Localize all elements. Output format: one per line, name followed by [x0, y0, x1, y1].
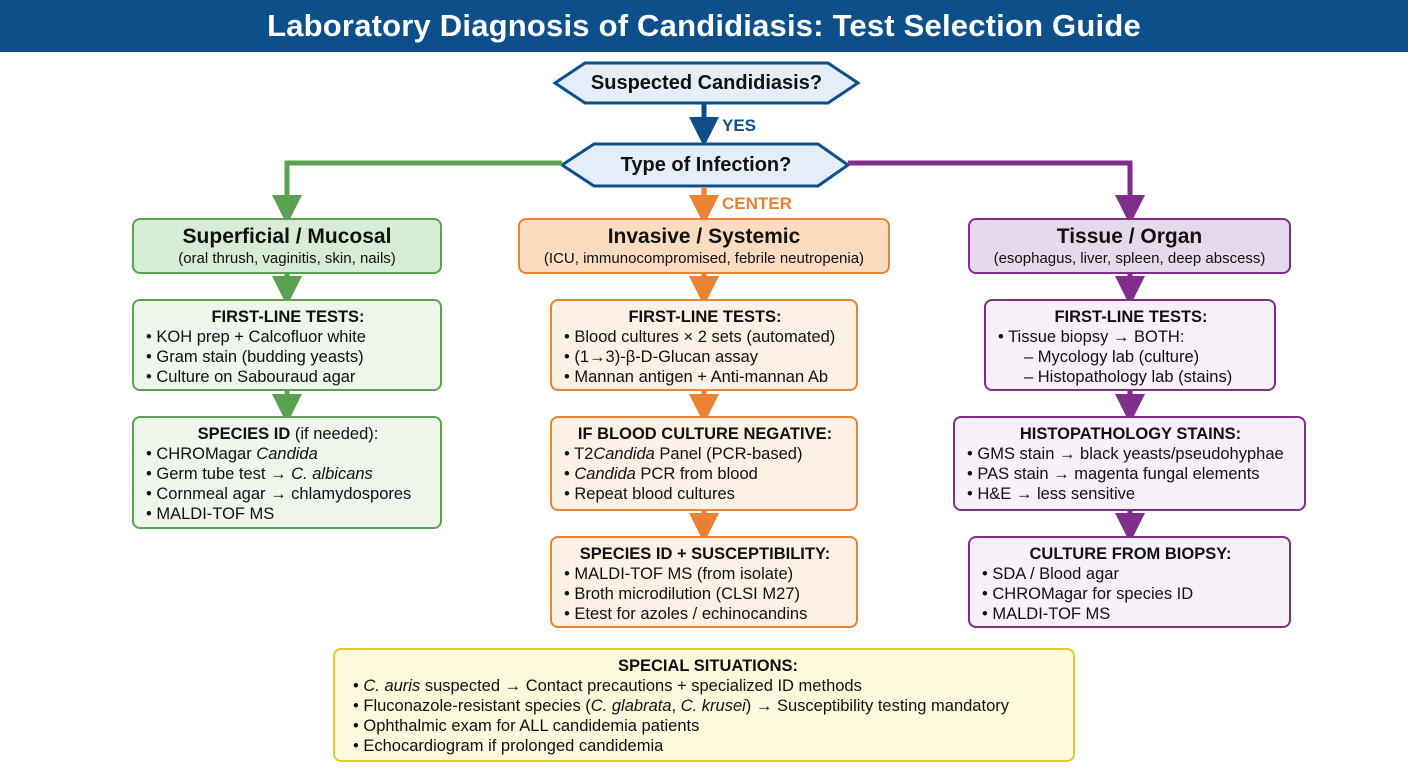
box-heading: SPECIES ID (if needed):: [146, 424, 430, 444]
decision-node-label: Type of Infection?: [620, 153, 792, 176]
list-item: • C. auris suspected → Contact precautio…: [353, 677, 862, 695]
list-item: • GMS stain → black yeasts/pseudohyphae: [967, 445, 1284, 463]
list-subitem: – Mycology lab (culture): [1024, 348, 1200, 366]
category-tissue-organ: Tissue / Organ (esophagus, liver, spleen…: [968, 218, 1291, 274]
right-first-line-tests: FIRST-LINE TESTS: • Tissue biopsy → BOTH…: [984, 299, 1276, 391]
list-item: • Echocardiogram if prolonged candidemia: [353, 737, 664, 755]
box-heading: FIRST-LINE TESTS:: [1054, 308, 1208, 326]
list-item: • Mannan antigen + Anti-mannan Ab: [564, 368, 829, 386]
center-species-susceptibility: SPECIES ID + SUSCEPTIBILITY: • MALDI-TOF…: [550, 536, 858, 628]
center-label: CENTER: [722, 194, 792, 213]
title-banner: Laboratory Diagnosis of Candidiasis: Tes…: [0, 0, 1408, 52]
box-heading: HISTOPATHOLOGY STAINS:: [1019, 425, 1242, 443]
list-item: • Ophthalmic exam for ALL candidemia pat…: [353, 717, 700, 735]
box-heading: IF BLOOD CULTURE NEGATIVE:: [577, 425, 833, 443]
box-heading: FIRST-LINE TESTS:: [628, 308, 782, 326]
branch-right: [848, 160, 1145, 225]
category-title: Superficial / Mucosal: [182, 224, 392, 248]
right-culture-from-biopsy: CULTURE FROM BIOPSY: • SDA / Blood agar …: [968, 536, 1291, 628]
list-item: • Fluconazole-resistant species (C. glab…: [353, 697, 1009, 715]
heading-main: SPECIES ID: [197, 425, 291, 443]
list-item: • Etest for azoles / echinocandins: [564, 605, 808, 623]
start-node-label: Suspected Candidiasis?: [590, 71, 823, 94]
list-item: • T2Candida Panel (PCR-based): [564, 445, 803, 463]
list-item: • MALDI-TOF MS: [982, 605, 1111, 623]
right-histopathology-stains: HISTOPATHOLOGY STAINS: • GMS stain → bla…: [953, 416, 1306, 511]
list-item: • Cornmeal agar → chlamydospores: [146, 485, 412, 503]
list-item: • Gram stain (budding yeasts): [146, 348, 364, 366]
left-first-line-tests: FIRST-LINE TESTS: • KOH prep + Calcofluo…: [132, 299, 442, 391]
category-title: Tissue / Organ: [1056, 224, 1203, 248]
list-item: • Broth microdilution (CLSI M27): [564, 585, 800, 603]
yes-label: YES: [722, 116, 757, 135]
category-subtitle: (oral thrush, vaginitis, skin, nails): [178, 249, 396, 267]
category-subtitle: (esophagus, liver, spleen, deep abscess): [993, 249, 1266, 267]
list-item: • CHROMagar Candida: [146, 445, 318, 463]
category-invasive-systemic: Invasive / Systemic (ICU, immunocompromi…: [518, 218, 890, 274]
heading-note: (if needed):: [290, 425, 379, 443]
list-item: • Culture on Sabouraud agar: [146, 368, 356, 386]
list-item: • Candida PCR from blood: [564, 465, 758, 483]
center-first-line-tests: FIRST-LINE TESTS: • Blood cultures × 2 s…: [550, 299, 858, 391]
list-item: • H&E → less sensitive: [967, 485, 1136, 503]
box-heading: SPECIES ID + SUSCEPTIBILITY:: [579, 545, 831, 563]
list-item: • KOH prep + Calcofluor white: [146, 328, 366, 346]
list-item: • Tissue biopsy → BOTH:: [998, 328, 1185, 346]
list-subitem: – Histopathology lab (stains): [1024, 368, 1233, 386]
list-item: • SDA / Blood agar: [982, 565, 1119, 583]
branch-left: [272, 160, 562, 225]
list-item: • MALDI-TOF MS: [146, 505, 275, 523]
left-species-id: SPECIES ID (if needed): • CHROMagar Cand…: [132, 416, 442, 529]
special-situations: SPECIAL SITUATIONS: • C. auris suspected…: [333, 648, 1075, 762]
list-item: • (1→3)-β-D-Glucan assay: [564, 348, 759, 366]
list-item: • MALDI-TOF MS (from isolate): [564, 565, 794, 583]
box-heading: FIRST-LINE TESTS:: [211, 308, 365, 326]
category-subtitle: (ICU, immunocompromised, febrile neutrop…: [543, 249, 865, 267]
box-heading: SPECIAL SITUATIONS:: [618, 657, 798, 675]
list-item: • Repeat blood cultures: [564, 485, 735, 503]
box-heading: CULTURE FROM BIOPSY:: [1029, 545, 1232, 563]
center-blood-culture-negative: IF BLOOD CULTURE NEGATIVE: • T2Candida P…: [550, 416, 858, 511]
list-item: • Germ tube test → C. albicans: [146, 465, 373, 483]
list-item: • PAS stain → magenta fungal elements: [967, 465, 1260, 483]
list-item: • CHROMagar for species ID: [982, 585, 1194, 603]
category-superficial-mucosal: Superficial / Mucosal (oral thrush, vagi…: [132, 218, 442, 274]
page-title: Laboratory Diagnosis of Candidiasis: Tes…: [267, 8, 1141, 43]
start-hexagon: [552, 61, 861, 105]
list-item: • Blood cultures × 2 sets (automated): [564, 328, 836, 346]
category-title: Invasive / Systemic: [607, 224, 801, 248]
